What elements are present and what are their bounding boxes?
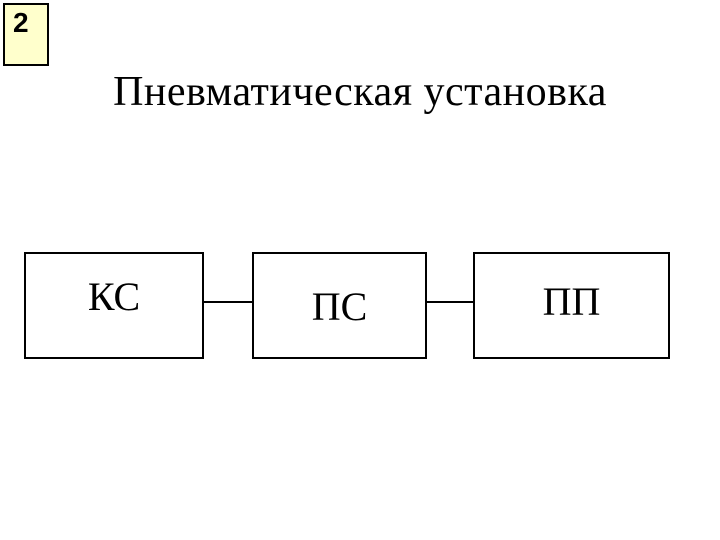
block-label-ks: КС [87, 274, 141, 319]
diagram-block-ks: КС [24, 252, 204, 359]
connector-ks-ps [204, 301, 252, 303]
connector-ps-pp [427, 301, 473, 303]
diagram-block-ps: ПС [252, 252, 427, 359]
block-label-pp: ПП [542, 279, 601, 324]
slide-number-badge: 2 [3, 3, 49, 66]
diagram-block-pp: ПП [473, 252, 670, 359]
slide-title: Пневматическая установка [113, 69, 607, 115]
block-label-ps: ПС [311, 284, 368, 329]
